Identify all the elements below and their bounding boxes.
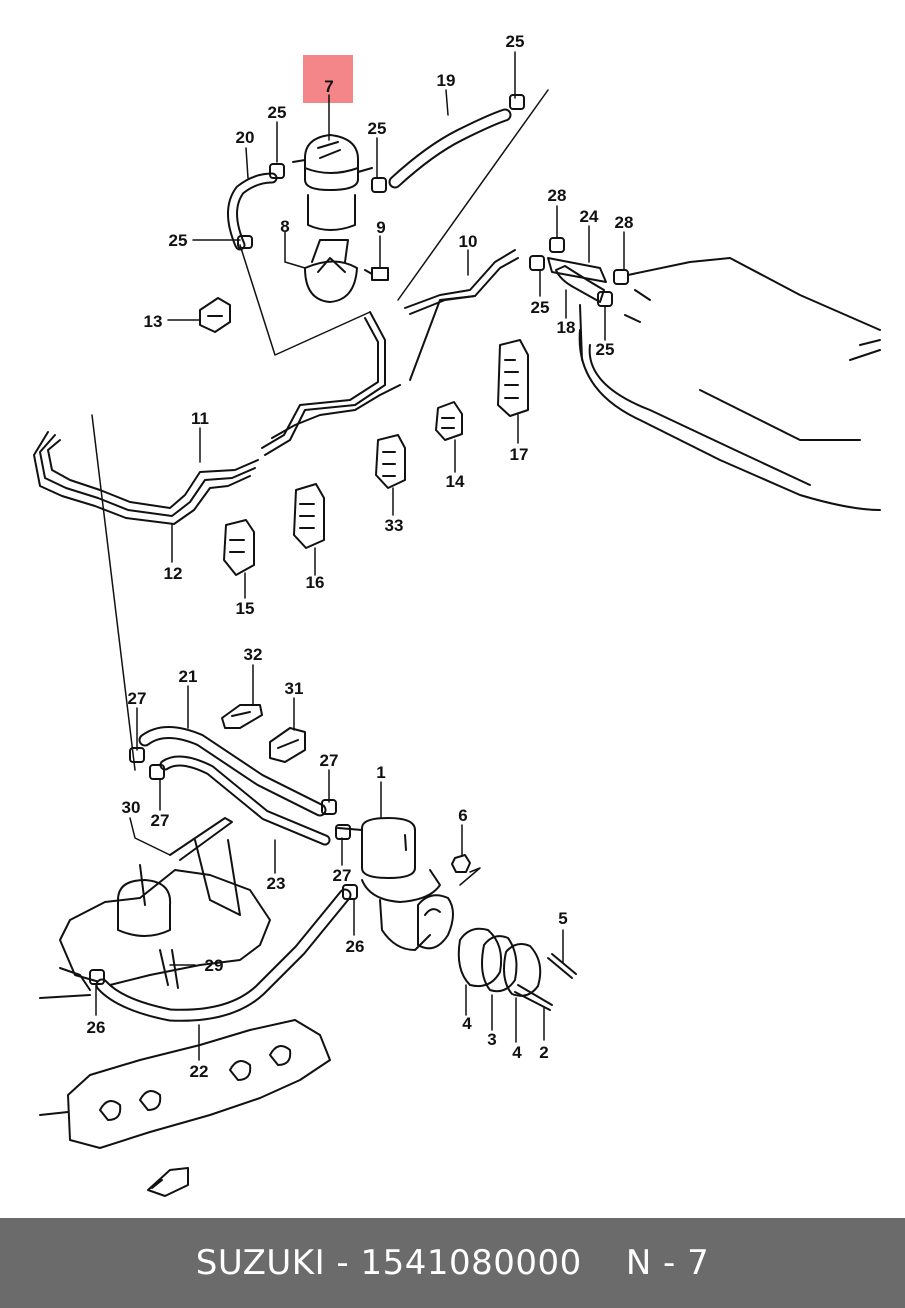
callout-5: 5 [558,909,567,928]
callout-13: 13 [144,312,163,331]
callout-17: 17 [510,445,529,464]
callout-26: 26 [87,1018,106,1037]
callout-7: 7 [324,77,333,96]
callout-20: 20 [236,128,255,147]
bolt-part [364,267,389,281]
stud-2-part [514,984,553,1011]
callout-18: 18 [557,318,576,337]
clamp-part [342,884,358,900]
callout-31: 31 [285,679,304,698]
callout-12: 12 [164,564,183,583]
callout-4: 4 [512,1043,522,1062]
callout-23: 23 [267,874,286,893]
brand-part-number: SUZUKI - 1541080000 [195,1243,582,1283]
hose-18-24-part [529,237,629,307]
callout-labels: 7 25 19 20 25 25 25 8 9 10 13 28 24 28 2… [87,32,634,1081]
callout-4: 4 [462,1014,472,1033]
gasket-part [457,927,542,997]
pipe-clip-16 [293,483,325,549]
callout-27: 27 [151,811,170,830]
clamp-part [89,969,105,985]
callout-8: 8 [280,217,289,236]
pipe-clip-17 [497,339,529,417]
callout-33: 33 [385,516,404,535]
callout-25: 25 [531,298,550,317]
callout-11: 11 [191,409,209,428]
pipe-clip-14 [435,401,463,441]
pipe-clip-15 [223,519,255,576]
clamp-part [371,177,387,193]
callout-27: 27 [128,689,147,708]
callout-25: 25 [268,103,287,122]
fuel-tank-part [578,257,881,511]
callout-10: 10 [459,232,478,251]
filter-bracket-part [304,239,358,303]
nut-part [451,854,471,873]
callout-22: 22 [190,1062,209,1081]
callout-25: 25 [368,119,387,138]
highlight-box [303,55,353,103]
clamp-part [269,163,285,179]
callout-21: 21 [179,667,198,686]
callout-15: 15 [236,599,255,618]
front-arrow-icon [147,1167,189,1197]
hose-22 [95,888,352,1022]
callout-26: 26 [346,937,365,956]
callout-25: 25 [169,231,188,250]
clamp-part [149,764,165,780]
callout-3: 3 [487,1030,496,1049]
pipe-clip-33 [375,434,406,489]
intake-manifold-part [39,817,271,999]
callout-6: 6 [458,806,467,825]
diagram-reference: N - 7 [625,1243,710,1283]
callout-2: 2 [539,1043,548,1062]
part-number-footer: SUZUKI - 1541080000 N - 7 [0,1218,905,1308]
callout-32: 32 [244,645,263,664]
fuel-filter-part [292,134,373,231]
clip-32-part [221,704,263,729]
clip-31-part [269,727,306,763]
clamp-part [237,235,253,249]
callout-25: 25 [506,32,525,51]
callout-30: 30 [122,798,141,817]
callout-19: 19 [437,71,456,90]
callout-14: 14 [446,472,465,491]
clamp-part [335,824,351,840]
callout-16: 16 [306,573,325,592]
callout-24: 24 [580,207,599,226]
callout-28: 28 [548,186,567,205]
clip-13-part [199,297,231,333]
callout-27: 27 [333,866,352,885]
callout-29: 29 [205,956,224,975]
clamp-part [509,94,525,110]
exhaust-manifold-part [39,1019,331,1149]
stud-5-part [547,953,577,979]
callout-25: 25 [596,340,615,359]
callout-27: 27 [320,751,339,770]
fuel-pipe-bundle [33,249,519,525]
callout-28: 28 [615,213,634,232]
callout-1: 1 [376,763,385,782]
parts-diagram: 7 25 19 20 25 25 25 8 9 10 13 28 24 28 2… [33,32,881,1197]
callout-9: 9 [376,218,385,237]
fuel-pump-part [337,817,454,951]
